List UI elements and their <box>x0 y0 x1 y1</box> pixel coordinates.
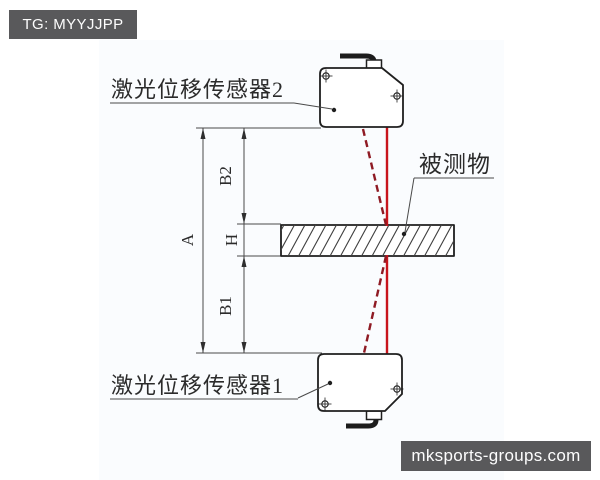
diagram-photo-background <box>99 40 504 480</box>
sensor-1-body <box>317 353 403 412</box>
dim-label-b2: B2 <box>216 166 235 186</box>
arrowhead-up-b1 <box>241 256 247 267</box>
watermark-bottom-right-text: mksports-groups.com <box>411 446 581 465</box>
sensor-1-connector <box>365 410 383 421</box>
sensor-2-screw-hole-left <box>319 69 333 83</box>
sensor-2-leader-line <box>293 102 333 110</box>
arrowhead-down-b1 <box>241 342 247 353</box>
arrowhead-up-b2 <box>241 128 247 139</box>
sensor-2-leader-dot <box>331 107 337 113</box>
measured-object <box>280 224 455 257</box>
arrowhead-down-b2 <box>241 213 247 224</box>
sensor-1: 激光位移传感器1 <box>110 353 404 429</box>
measured-object-callout: 被测物 <box>401 152 494 237</box>
sensor-2-body <box>319 67 404 128</box>
sensor-1-screw-hole-left <box>318 397 332 411</box>
watermark-bottom-right: mksports-groups.com <box>401 441 591 471</box>
dimension-lines: A B2 H B1 <box>178 127 322 354</box>
sensor-1-leader-dot <box>327 380 333 386</box>
laser-dashed-bottom <box>362 255 388 354</box>
laser-beams <box>361 127 389 354</box>
sensor-1-label: 激光位移传感器1 <box>111 373 284 398</box>
dim-label-a: A <box>178 233 197 246</box>
hatch-pattern <box>281 225 454 256</box>
arrowhead-down-a <box>200 342 206 353</box>
sensor-1-leader-line <box>297 383 329 399</box>
dim-label-h: H <box>222 234 241 246</box>
measured-object-body <box>280 224 455 257</box>
sensor-2-screw-hole-right <box>390 89 404 103</box>
watermark-top-left-text: TG: MYYJJPP <box>22 16 124 33</box>
sensor-2-label: 激光位移传感器2 <box>111 77 284 102</box>
object-label: 被测物 <box>419 152 491 177</box>
laser-dashed-top <box>361 128 388 226</box>
sensor-1-screw-hole-right <box>390 382 404 396</box>
dim-label-b1: B1 <box>216 296 235 316</box>
sensor-1-cable <box>346 419 379 429</box>
sensor-2: 激光位移传感器2 <box>110 53 404 128</box>
watermark-top-left: TG: MYYJJPP <box>9 10 137 39</box>
object-leader-line <box>404 177 415 233</box>
arrowhead-up-a <box>200 128 206 139</box>
object-leader-dot <box>401 231 407 237</box>
